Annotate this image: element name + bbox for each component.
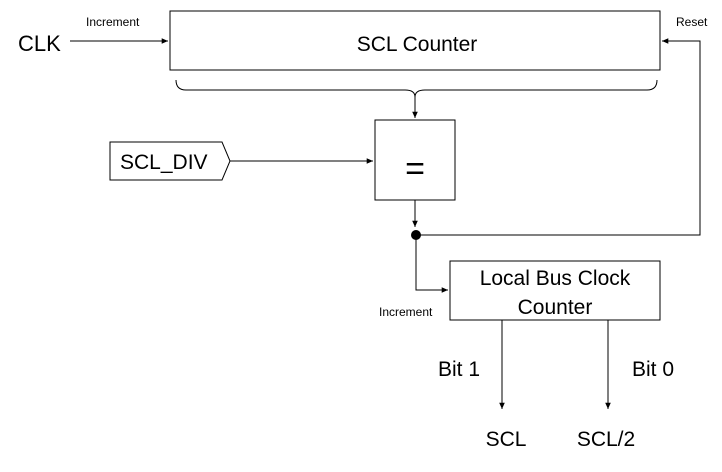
scl-output-label: SCL — [486, 428, 527, 451]
comparator-block — [374, 119, 456, 201]
scl-div-label: SCL_DIV — [120, 151, 208, 174]
bit1-label: Bit 1 — [438, 358, 480, 381]
local-bus-counter-label-line1: Local Bus Clock — [480, 267, 631, 290]
counter-bits-brace — [175, 79, 658, 98]
increment-top-label: Increment — [86, 15, 140, 29]
clk-label: CLK — [18, 31, 61, 56]
scl-div-input-shape — [109, 141, 231, 181]
comparator-symbol: = — [405, 150, 425, 188]
scl-half-output-label: SCL/2 — [577, 428, 635, 451]
scl-counter-block — [169, 10, 661, 71]
scl-counter-label: SCL Counter — [357, 33, 478, 56]
increment-bottom-label: Increment — [379, 305, 433, 319]
local-bus-counter-label-line2: Counter — [518, 296, 593, 319]
local-bus-clock-counter-block — [449, 260, 661, 321]
increment-wire — [415, 235, 448, 293]
reset-feedback-wire — [416, 38, 701, 236]
bit0-label: Bit 0 — [632, 358, 674, 381]
reset-label: Reset — [676, 15, 708, 29]
